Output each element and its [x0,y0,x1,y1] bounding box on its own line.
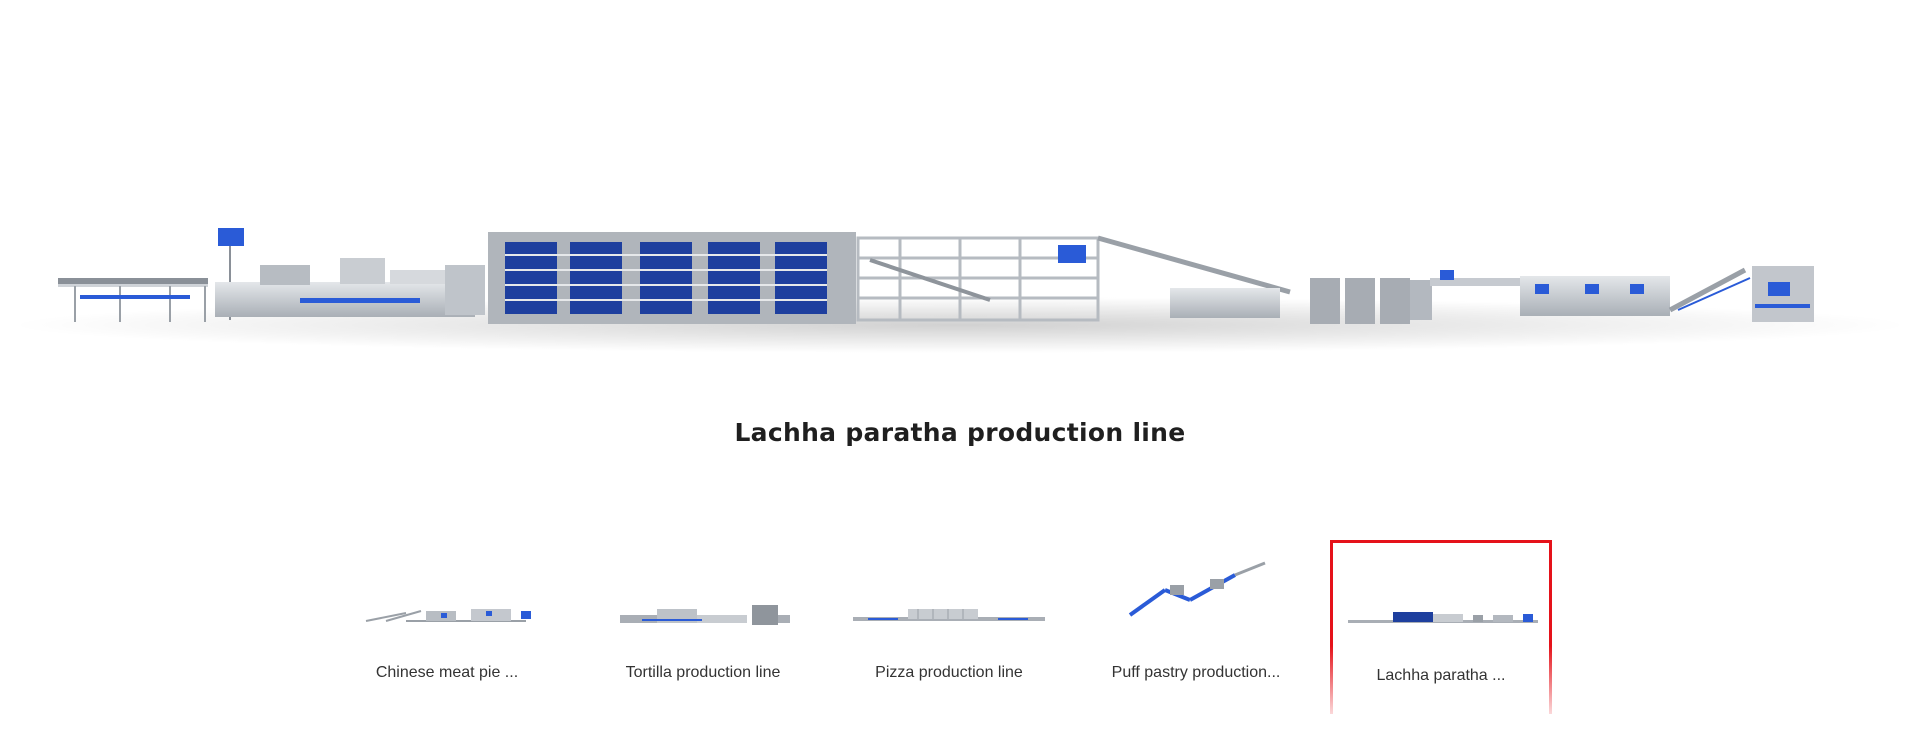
chinese-meat-pie-line-thumb-image [365,609,531,622]
pizza-line-thumb-image [853,609,1045,621]
thumbnail-label: Lachha paratha ... [1376,667,1506,684]
product-line-title: Lachha paratha production line [734,418,1186,447]
puff-pastry-line-thumb-image [1128,561,1266,617]
thumbnail-tortilla[interactable]: Tortilla production line [592,540,814,714]
thumbnail-label: Tortilla production line [625,664,781,681]
thumbnail-label: Chinese meat pie ... [375,664,519,681]
thumbnail-pizza[interactable]: Pizza production line [838,540,1060,714]
product-line-thumbnail-carousel: Chinese meat pie ... Tortilla production… [0,540,1920,715]
thumbnail-chinese-meat-pie[interactable]: Chinese meat pie ... [336,540,558,714]
thumbnail-label: Puff pastry production... [1111,664,1281,681]
tortilla-line-thumb-image [620,605,790,625]
thumbnail-puff-pastry[interactable]: Puff pastry production... [1085,540,1307,714]
hero-production-line-image [0,200,1920,380]
thumbnail-lachha-paratha[interactable]: Lachha paratha ... [1330,540,1552,714]
lachha-paratha-line-thumb-image [1348,612,1538,623]
thumbnail-label: Pizza production line [875,664,1023,681]
